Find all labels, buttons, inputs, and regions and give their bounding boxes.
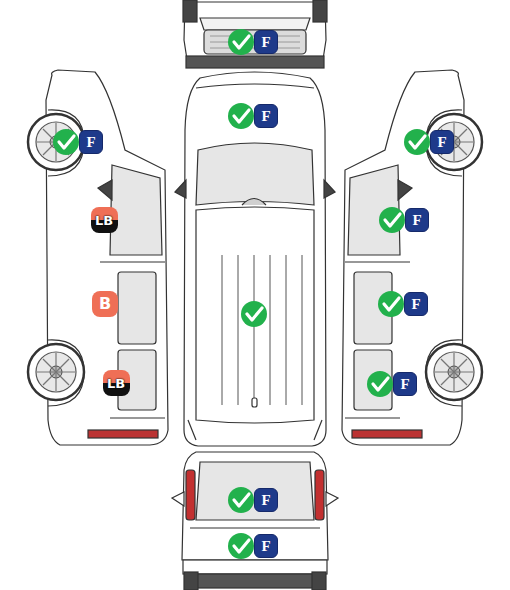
badge-letter: F	[261, 35, 270, 50]
badge-letter: F	[261, 109, 270, 124]
badge-letter: F	[400, 377, 409, 392]
badge-letter: F	[86, 135, 95, 150]
badge-letter: LB	[95, 214, 113, 227]
badge-letter: F	[411, 297, 420, 312]
status-badge: F	[404, 292, 428, 316]
badge-letter: F	[261, 493, 270, 508]
check-marks	[53, 29, 430, 559]
status-badge: F	[254, 534, 278, 558]
damage-badge: B	[92, 291, 118, 317]
status-badge: F	[254, 30, 278, 54]
badge-letter: F	[261, 539, 270, 554]
badge-letter: LB	[107, 377, 125, 390]
status-badge: F	[393, 372, 417, 396]
status-badge: F	[405, 208, 429, 232]
badge-letter: F	[437, 135, 446, 150]
status-badge: F	[430, 130, 454, 154]
status-badge: F	[254, 488, 278, 512]
status-badge: F	[79, 130, 103, 154]
badge-letter: F	[412, 213, 421, 228]
damage-badge: LB	[103, 370, 130, 396]
damage-badge: LB	[91, 207, 118, 233]
badge-letter: B	[99, 296, 111, 312]
status-badge: F	[254, 104, 278, 128]
